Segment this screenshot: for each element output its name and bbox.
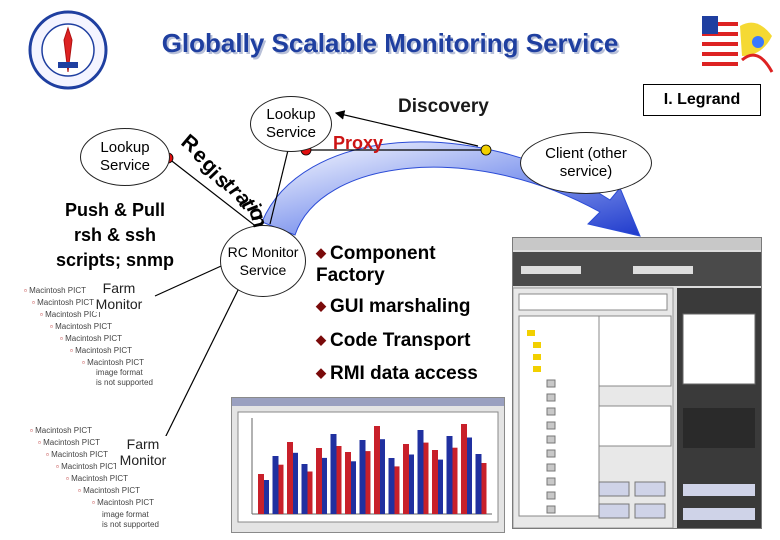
- pict-placeholder: ▫ Macintosh PICT: [38, 438, 100, 447]
- proxy-label: Proxy: [333, 133, 384, 153]
- thumbnail-bar: [467, 437, 472, 514]
- bullet-item: ◆RMI data access: [316, 363, 478, 384]
- pict-placeholder: ▫ Macintosh PICT: [32, 298, 94, 307]
- farm-link-bottom: [159, 285, 241, 449]
- pict-placeholder-unsupported: is not supported: [96, 378, 153, 387]
- push-pull-line: scripts; snmp: [55, 250, 175, 270]
- pict-placeholder: ▫ Macintosh PICT: [78, 486, 140, 495]
- discovery-arrow: [334, 110, 479, 147]
- thumbnail-bar: [359, 440, 366, 514]
- registration-label: R e g i s t r a t i o n: [177, 130, 278, 230]
- thumbnail-bar: [365, 451, 371, 514]
- push-pull-line: rsh & ssh: [73, 225, 157, 245]
- pict-placeholder: ▫ Macintosh PICT: [46, 450, 108, 459]
- monitor-gui-thumbnail: [512, 238, 761, 529]
- farm-link-top: [154, 261, 231, 297]
- pict-placeholder-format: image format: [102, 510, 149, 519]
- farm-monitor-top: Farm Monitor: [94, 280, 144, 312]
- thumbnail-bar: [301, 464, 308, 514]
- deployment-arrow: [261, 141, 641, 237]
- client-node: Client (other service): [520, 132, 652, 194]
- author-box: I. Legrand: [643, 84, 761, 116]
- diamond-bullet-icon: ◆: [316, 245, 326, 260]
- thumbnail-bar: [278, 464, 284, 514]
- thumbnail-bar: [481, 463, 487, 514]
- thumbnail-bar: [345, 452, 351, 514]
- diamond-bullet-icon: ◆: [316, 365, 326, 380]
- pict-placeholder-format: image format: [96, 368, 143, 377]
- registration-line-left: [167, 157, 259, 229]
- thumbnail-bar: [380, 439, 385, 514]
- farm-load-chart-thumbnail: [232, 398, 504, 523]
- thumbnail-bar: [272, 456, 279, 514]
- lookup-service-top-label: Lookup Service: [265, 106, 317, 141]
- monitor-gui-screenshot: [512, 237, 762, 529]
- thumbnail-bar: [423, 442, 429, 514]
- discovery-label: Discovery: [398, 96, 489, 117]
- farm-cluster-bottom: ▫ Macintosh PICT ▫ Macintosh PICT ▫ Maci…: [30, 426, 180, 536]
- thumbnail-bar: [409, 454, 414, 514]
- thumbnail-bar: [287, 442, 293, 514]
- pict-placeholder: ▫ Macintosh PICT: [50, 322, 112, 331]
- rc-monitor-label: RC Monitor Service: [227, 244, 299, 278]
- pict-placeholder: ▫ Macintosh PICT: [70, 346, 132, 355]
- registration-line-top: [269, 141, 291, 225]
- pict-placeholder-unsupported: is not supported: [102, 520, 159, 529]
- push-pull-text: Push & Pull rsh & ssh scripts; snmp: [40, 198, 190, 273]
- client-label: Client (other service): [545, 145, 627, 180]
- pict-placeholder: ▫ Macintosh PICT: [92, 498, 154, 507]
- thumbnail-bar: [264, 480, 269, 514]
- bullet-item: ◆Component Factory: [316, 243, 436, 286]
- pict-placeholder: ▫ Macintosh PICT: [56, 462, 118, 471]
- thumbnail-bar: [307, 471, 313, 514]
- thumbnail-bar: [452, 447, 458, 514]
- thumbnail-bar: [330, 434, 337, 514]
- thumbnail-bar: [322, 457, 327, 514]
- slide-title: Globally Scalable Monitoring Service: [161, 28, 619, 58]
- thumbnail-bar: [394, 466, 400, 514]
- lookup-service-left-label: Lookup Service: [99, 139, 151, 174]
- lookup-service-left: Lookup Service: [80, 128, 170, 186]
- pict-placeholder: ▫ Macintosh PICT: [60, 334, 122, 343]
- farm-load-chart-screenshot: [231, 397, 505, 533]
- bullet-item: ◆Code Transport: [316, 330, 471, 351]
- thumbnail-bar: [432, 450, 438, 514]
- thumbnail-bar: [438, 459, 443, 514]
- bullet-item: ◆GUI marshaling: [316, 296, 471, 317]
- farm-cluster-top: ▫ Macintosh PICT ▫ Macintosh PICT ▫ Maci…: [24, 280, 164, 396]
- thumbnail-bar: [293, 452, 298, 514]
- hep-flag-logo: [702, 16, 774, 78]
- caltech-seal-logo: [28, 10, 108, 90]
- thumbnail-bar: [446, 436, 453, 514]
- diamond-bullet-icon: ◆: [316, 332, 326, 347]
- thumbnail-bar: [336, 446, 342, 514]
- push-pull-line: Push & Pull: [64, 200, 165, 220]
- thumbnail-bar: [388, 458, 395, 514]
- farm-monitor-bottom: Farm Monitor: [116, 436, 170, 468]
- lookup-service-top: Lookup Service: [250, 96, 332, 152]
- thumbnail-bar: [316, 448, 322, 514]
- pict-placeholder: ▫ Macintosh PICT: [82, 358, 144, 367]
- thumbnail-bar: [475, 454, 482, 514]
- thumbnail-bar: [374, 426, 380, 514]
- node-yellow-proxy: [480, 144, 492, 156]
- pict-placeholder: ▫ Macintosh PICT: [66, 474, 128, 483]
- thumbnail-bar: [403, 444, 409, 514]
- thumbnail-bar: [351, 461, 356, 514]
- thumbnail-bar: [258, 474, 264, 514]
- rc-monitor-service: RC Monitor Service: [220, 225, 306, 297]
- pict-placeholder: ▫ Macintosh PICT: [30, 426, 92, 435]
- thumbnail-bar: [461, 424, 467, 514]
- diamond-bullet-icon: ◆: [316, 298, 326, 313]
- thumbnail-bar: [417, 430, 424, 514]
- pict-placeholder: ▫ Macintosh PICT: [24, 286, 86, 295]
- pict-placeholder: ▫ Macintosh PICT: [40, 310, 102, 319]
